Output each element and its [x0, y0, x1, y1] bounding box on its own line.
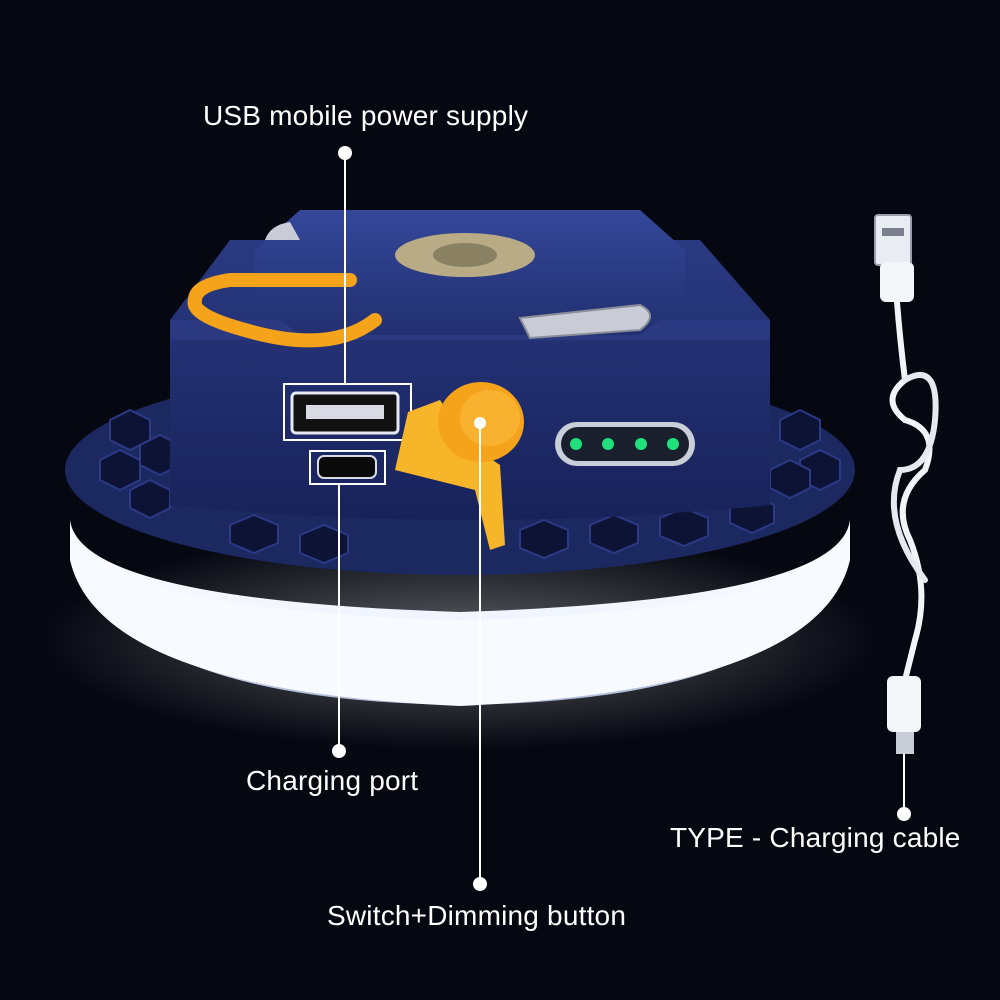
- callout-lines: [338, 153, 905, 882]
- micro-usb-plug: [887, 676, 921, 732]
- charging-cable: [874, 214, 939, 754]
- battery-leds: [570, 438, 679, 450]
- rubber-port-cover: [395, 400, 505, 550]
- charging-cable-label: TYPE - Charging cable: [670, 822, 961, 853]
- charging-port-label: Charging port: [246, 765, 419, 796]
- camping-lamp: [40, 210, 880, 750]
- usb-power-supply-label: USB mobile power supply: [203, 100, 529, 131]
- micro-usb-port: [317, 455, 377, 479]
- switch-dimming-label: Switch+Dimming button: [327, 900, 627, 931]
- orange-hanging-strap: [187, 273, 382, 348]
- metal-hook: [518, 303, 651, 340]
- callout-dots: [332, 146, 911, 891]
- usb-a-plug: [874, 214, 912, 266]
